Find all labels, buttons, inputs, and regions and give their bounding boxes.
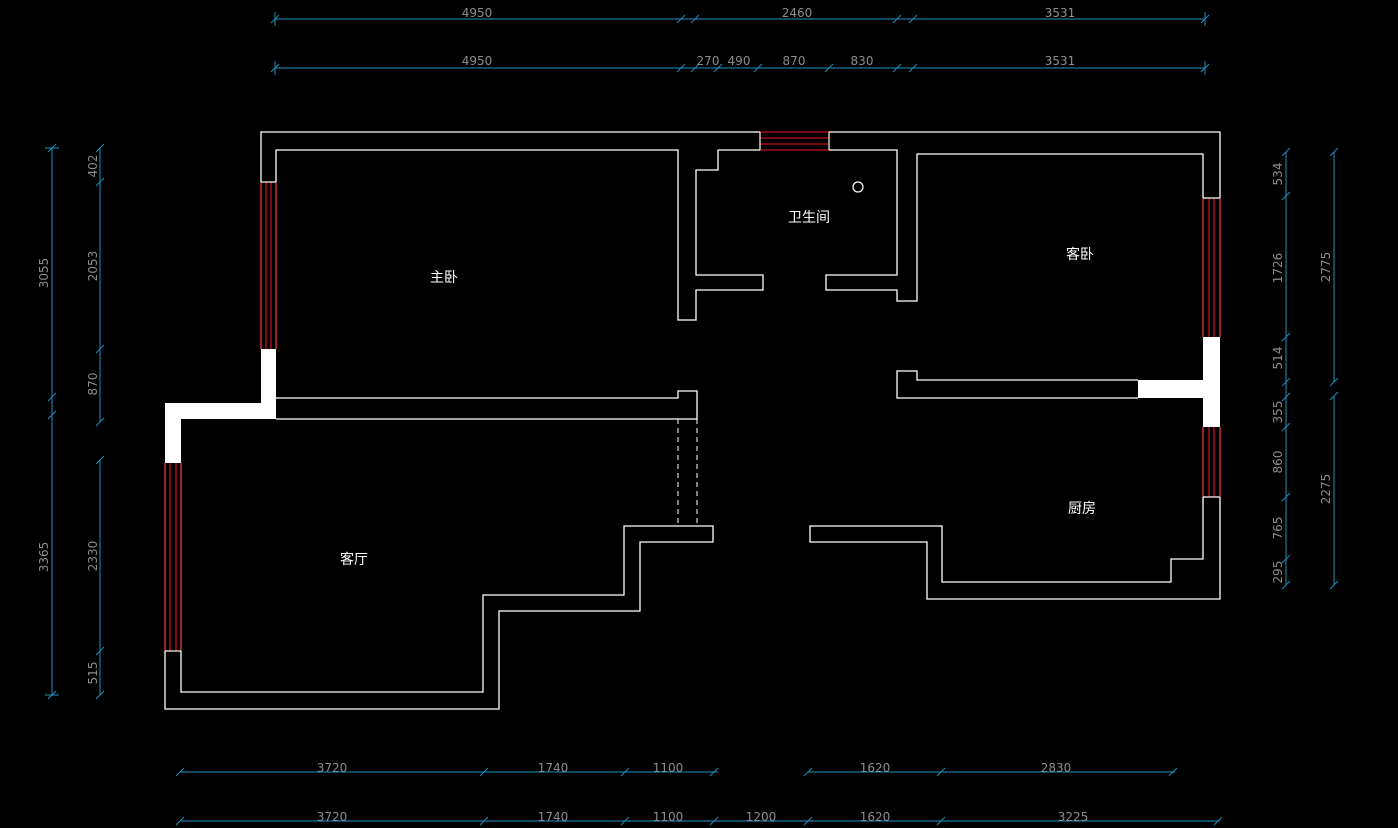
dim-left-inner-4: 515 bbox=[86, 662, 100, 685]
dimension-labels: 4950 2460 3531 4950 270 490 870 830 3531… bbox=[37, 6, 1333, 824]
dim-right-outer-0: 2775 bbox=[1319, 252, 1333, 283]
window-living-room bbox=[164, 463, 182, 652]
dim-left-inner-1: 2053 bbox=[86, 251, 100, 282]
dim-bottom-1-4: 2830 bbox=[1041, 761, 1072, 775]
dim-right-inner-5: 765 bbox=[1271, 517, 1285, 540]
window-bathroom bbox=[759, 131, 830, 151]
dim-left-outer-0: 3055 bbox=[37, 258, 51, 289]
dim-right-outer-1: 2275 bbox=[1319, 474, 1333, 505]
room-label-bathroom: 卫生间 bbox=[788, 210, 830, 226]
dim-left-inner-3: 2330 bbox=[86, 541, 100, 572]
dim-top-1-0: 4950 bbox=[462, 6, 493, 20]
dim-top-2-5: 3531 bbox=[1045, 54, 1076, 68]
room-label-living-room: 客厅 bbox=[340, 551, 368, 568]
room-labels: 主卧 卫生间 客卧 客厅 厨房 bbox=[340, 210, 1096, 568]
window-guest-bedroom bbox=[1202, 197, 1221, 337]
dim-right-inner-1: 1726 bbox=[1271, 253, 1285, 284]
dim-bottom-2-5: 3225 bbox=[1058, 810, 1089, 824]
room-label-master-bedroom: 主卧 bbox=[430, 270, 458, 286]
dim-bottom-2-0: 3720 bbox=[317, 810, 348, 824]
room-label-kitchen: 厨房 bbox=[1068, 501, 1096, 517]
dim-top-1-1: 2460 bbox=[782, 6, 813, 20]
dim-bottom-1-0: 3720 bbox=[317, 761, 348, 775]
floor-drain-icon bbox=[852, 181, 864, 193]
dim-right-inner-2: 514 bbox=[1271, 347, 1285, 370]
dim-right-inner-4: 860 bbox=[1271, 451, 1285, 474]
dim-bottom-1-1: 1740 bbox=[538, 761, 569, 775]
dim-top-2-0: 4950 bbox=[462, 54, 493, 68]
dim-top-2-1: 270 bbox=[697, 54, 720, 68]
dim-right-inner-3: 355 bbox=[1271, 401, 1285, 424]
dim-top-2-2: 490 bbox=[728, 54, 751, 68]
walls bbox=[164, 131, 1221, 710]
dim-top-2-3: 870 bbox=[783, 54, 806, 68]
dim-left-inner-2: 870 bbox=[86, 373, 100, 396]
dim-bottom-2-1: 1740 bbox=[538, 810, 569, 824]
window-kitchen bbox=[1202, 427, 1221, 498]
dim-right-inner-6: 295 bbox=[1271, 561, 1285, 584]
dim-left-inner-0: 402 bbox=[86, 155, 100, 178]
dim-bottom-2-2: 1100 bbox=[653, 810, 684, 824]
dim-bottom-1-2: 1100 bbox=[653, 761, 684, 775]
dim-bottom-2-4: 1620 bbox=[860, 810, 891, 824]
dim-bottom-1-3: 1620 bbox=[860, 761, 891, 775]
room-label-guest-bedroom: 客卧 bbox=[1066, 246, 1094, 263]
dimension-lines bbox=[45, 12, 1339, 826]
solid-walls bbox=[165, 337, 1220, 463]
dim-top-2-4: 830 bbox=[851, 54, 874, 68]
windows bbox=[164, 131, 1221, 652]
dim-right-inner-0: 534 bbox=[1271, 163, 1285, 186]
dim-bottom-2-3: 1200 bbox=[746, 810, 777, 824]
dim-top-1-2: 3531 bbox=[1045, 6, 1076, 20]
dim-left-outer-1: 3365 bbox=[37, 542, 51, 573]
window-master-bedroom bbox=[260, 181, 277, 349]
